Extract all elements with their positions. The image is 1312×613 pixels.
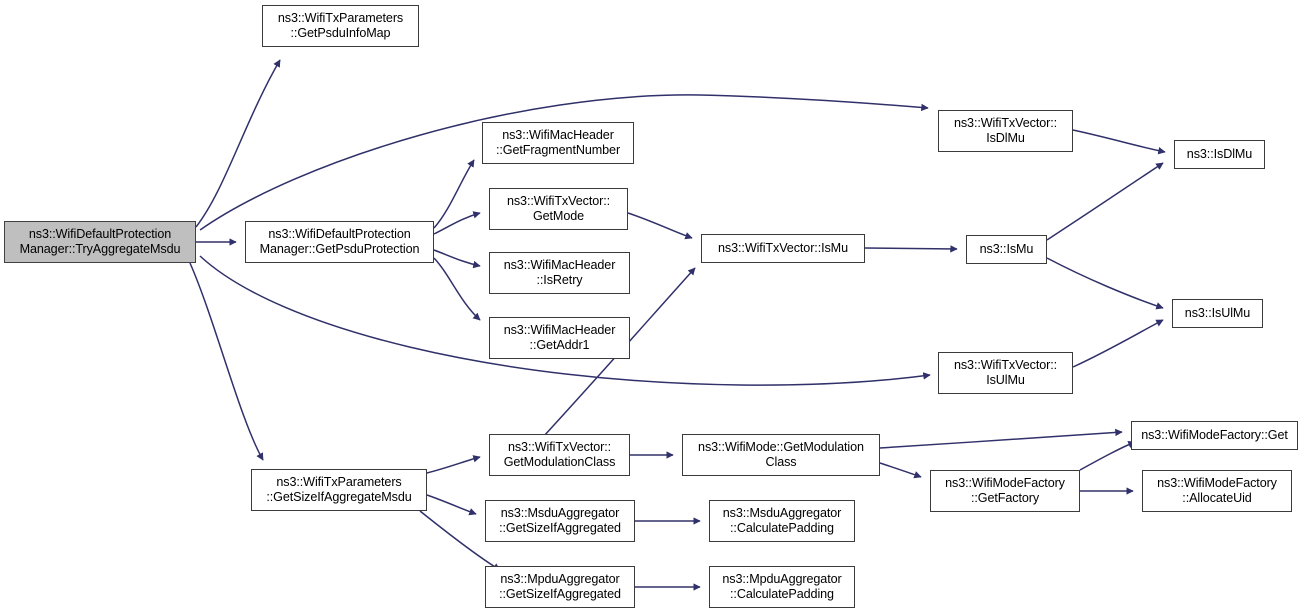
call-graph-node-get_psdu_info_map[interactable]: ns3::WifiTxParameters ::GetPsduInfoMap xyxy=(262,5,419,47)
call-graph-node-msdu_calculate_padding[interactable]: ns3::MsduAggregator ::CalculatePadding xyxy=(709,500,855,542)
call-graph-node-wifimodefactory_get_factory[interactable]: ns3::WifiModeFactory ::GetFactory xyxy=(930,470,1080,512)
call-graph-node-mac_get_addr1[interactable]: ns3::WifiMacHeader ::GetAddr1 xyxy=(489,317,630,359)
node-label: ns3::WifiTxVector:: IsDlMu xyxy=(953,116,1058,145)
call-graph-node-txvector_get_mode[interactable]: ns3::WifiTxVector:: GetMode xyxy=(489,188,628,230)
node-label: ns3::MpduAggregator ::GetSizeIfAggregate… xyxy=(499,572,621,601)
call-edge-ns3_is_mu-to-ns3_is_dlmu xyxy=(1046,162,1164,241)
call-edge-try_aggregate_msdu-to-get_psdu_info_map xyxy=(195,59,281,228)
node-label: ns3::IsDlMu xyxy=(1186,147,1253,161)
call-edge-get_size_if_aggregate_msdu-to-msdu_get_size_if_aggregated xyxy=(426,494,477,516)
node-label: ns3::WifiModeFactory ::AllocateUid xyxy=(1157,476,1277,505)
call-graph-node-get_size_if_aggregate_msdu[interactable]: ns3::WifiTxParameters ::GetSizeIfAggrega… xyxy=(251,469,427,511)
call-edge-get_size_if_aggregate_msdu-to-txvector_get_modulation_class xyxy=(426,455,481,474)
node-label: ns3::IsMu xyxy=(979,242,1034,256)
node-label: ns3::WifiTxVector:: IsUlMu xyxy=(953,358,1058,387)
call-edge-get_psdu_protection-to-mac_get_addr1 xyxy=(433,257,481,321)
call-edge-try_aggregate_msdu-to-get_size_if_aggregate_msdu xyxy=(189,262,264,461)
node-label: ns3::WifiDefaultProtection Manager::GetP… xyxy=(259,227,420,256)
node-label: ns3::IsUlMu xyxy=(1184,306,1251,320)
call-edge-txvector_is_dlmu-to-ns3_is_dlmu xyxy=(1072,129,1166,155)
call-graph-node-try_aggregate_msdu[interactable]: ns3::WifiDefaultProtection Manager::TryA… xyxy=(4,221,196,263)
call-graph-node-mpdu_get_size_if_aggregated[interactable]: ns3::MpduAggregator ::GetSizeIfAggregate… xyxy=(485,566,635,608)
call-graph-node-ns3_is_dlmu[interactable]: ns3::IsDlMu xyxy=(1174,140,1265,169)
node-label: ns3::WifiModeFactory ::GetFactory xyxy=(945,476,1065,505)
node-label: ns3::WifiTxParameters ::GetPsduInfoMap xyxy=(277,11,404,40)
call-graph-node-wifimodefactory_allocate_uid[interactable]: ns3::WifiModeFactory ::AllocateUid xyxy=(1142,470,1292,512)
call-edge-get_psdu_protection-to-mac_is_retry xyxy=(433,249,481,269)
node-label: ns3::WifiMacHeader ::IsRetry xyxy=(503,258,616,287)
call-graph-node-msdu_get_size_if_aggregated[interactable]: ns3::MsduAggregator ::GetSizeIfAggregate… xyxy=(485,500,635,542)
node-label: ns3::WifiModeFactory::Get xyxy=(1141,428,1288,442)
call-edge-wifimode_get_modulation_class-to-wifimodefactory_get xyxy=(879,428,1123,449)
node-label: ns3::MsduAggregator ::CalculatePadding xyxy=(722,506,842,535)
call-graph-node-txvector_is_mu[interactable]: ns3::WifiTxVector::IsMu xyxy=(701,234,865,263)
node-label: ns3::MpduAggregator ::CalculatePadding xyxy=(722,572,842,601)
call-edge-get_psdu_protection-to-txvector_get_mode xyxy=(433,211,481,235)
call-graph-node-wifimodefactory_get[interactable]: ns3::WifiModeFactory::Get xyxy=(1131,421,1298,450)
call-edge-txvector_is_ulmu-to-ns3_is_ulmu xyxy=(1072,319,1164,368)
node-label: ns3::WifiMacHeader ::GetFragmentNumber xyxy=(495,128,621,157)
node-label: ns3::WifiMode::GetModulation Class xyxy=(698,440,864,469)
node-label: ns3::WifiTxVector:: GetModulationClass xyxy=(503,440,616,469)
call-edge-get_psdu_protection-to-get_fragment_number xyxy=(433,159,475,229)
call-graph-node-ns3_is_mu[interactable]: ns3::IsMu xyxy=(966,235,1047,264)
node-label: ns3::WifiTxVector:: GetMode xyxy=(506,194,611,223)
call-edge-wifimodefactory_get_factory-to-wifimodefactory_get xyxy=(1079,441,1136,471)
call-graph-node-get_fragment_number[interactable]: ns3::WifiMacHeader ::GetFragmentNumber xyxy=(482,122,634,164)
call-graph-node-txvector_is_dlmu[interactable]: ns3::WifiTxVector:: IsDlMu xyxy=(938,110,1073,152)
call-graph-node-wifimode_get_modulation_class[interactable]: ns3::WifiMode::GetModulation Class xyxy=(682,434,880,476)
call-graph-node-get_psdu_protection[interactable]: ns3::WifiDefaultProtection Manager::GetP… xyxy=(245,221,434,263)
call-edge-txvector_is_mu-to-ns3_is_mu xyxy=(864,245,958,253)
node-label: ns3::WifiMacHeader ::GetAddr1 xyxy=(503,323,616,352)
call-graph-node-mpdu_calculate_padding[interactable]: ns3::MpduAggregator ::CalculatePadding xyxy=(709,566,855,608)
call-edge-ns3_is_mu-to-ns3_is_ulmu xyxy=(1046,257,1164,310)
call-graph-node-txvector_is_ulmu[interactable]: ns3::WifiTxVector:: IsUlMu xyxy=(938,352,1073,394)
node-label: ns3::WifiTxVector::IsMu xyxy=(718,241,848,255)
node-label: ns3::MsduAggregator ::GetSizeIfAggregate… xyxy=(499,506,621,535)
call-edge-wifimode_get_modulation_class-to-wifimodefactory_get_factory xyxy=(879,462,922,479)
call-edge-txvector_get_mode-to-txvector_is_mu xyxy=(627,212,693,240)
call-graph-node-txvector_get_modulation_class[interactable]: ns3::WifiTxVector:: GetModulationClass xyxy=(489,434,630,476)
node-label: ns3::WifiDefaultProtection Manager::TryA… xyxy=(19,227,181,256)
call-graph-node-ns3_is_ulmu[interactable]: ns3::IsUlMu xyxy=(1172,299,1263,328)
call-graph-node-mac_is_retry[interactable]: ns3::WifiMacHeader ::IsRetry xyxy=(489,252,630,294)
node-label: ns3::WifiTxParameters ::GetSizeIfAggrega… xyxy=(266,475,412,504)
